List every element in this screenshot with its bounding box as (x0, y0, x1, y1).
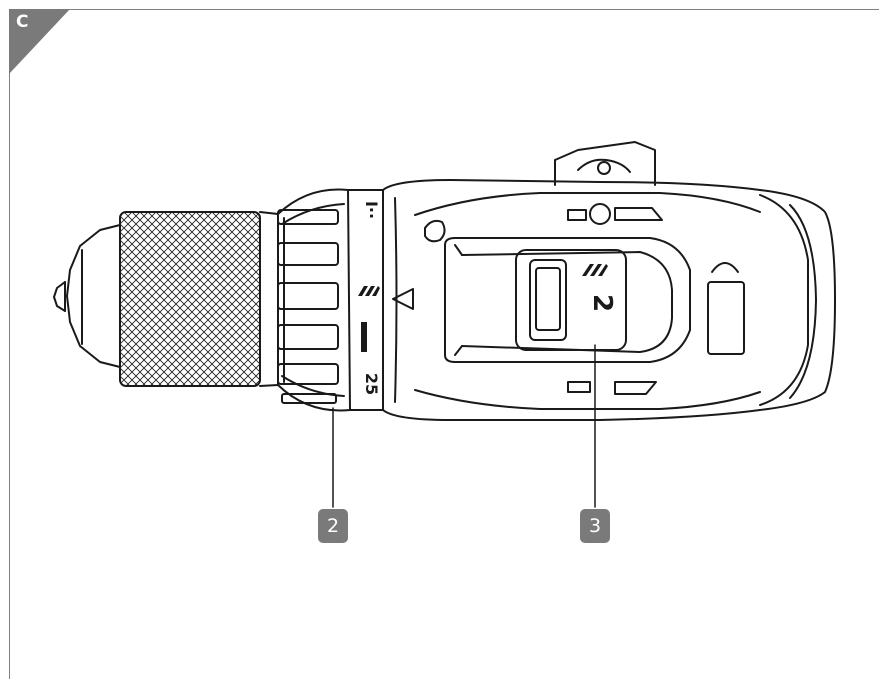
collar-torque-number: 25 (362, 373, 381, 395)
panel-letter: C (16, 12, 29, 32)
callout-3: 3 (580, 509, 610, 543)
chuck-nose (66, 224, 121, 368)
alignment-arrow-icon (392, 288, 414, 310)
chuck-tip (53, 281, 66, 312)
torque-adjustment-ring (277, 188, 384, 412)
drill-mode-icon (358, 286, 380, 296)
switch-gear-icon (582, 264, 608, 276)
corner-tab (9, 9, 70, 74)
callout-2: 2 (318, 509, 348, 543)
gear-selector-switch (515, 249, 627, 351)
collar-mark-top: I·· (362, 201, 381, 219)
knurled-chuck-sleeve (119, 211, 279, 387)
drill-housing (382, 141, 836, 421)
figure-frame (9, 9, 879, 679)
screw-mode-mark (361, 322, 367, 352)
switch-gear-number: 2 (587, 294, 617, 312)
